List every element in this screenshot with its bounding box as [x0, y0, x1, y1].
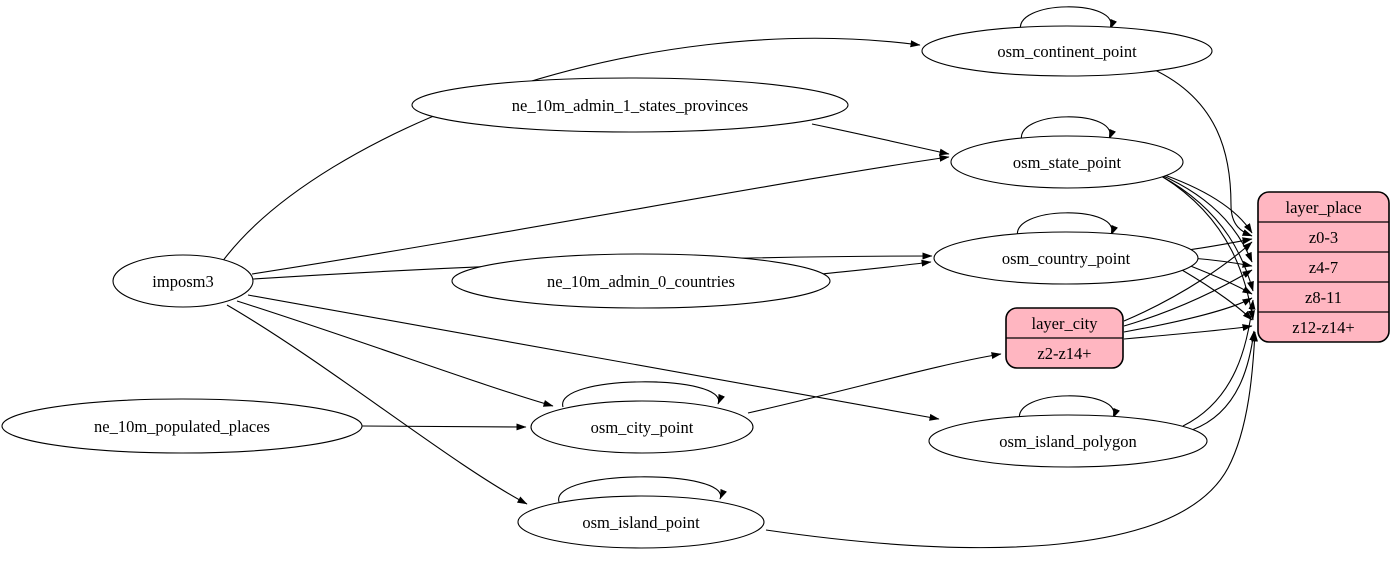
ne_10m_populated_places-label: ne_10m_populated_places: [94, 417, 270, 436]
edge-layer_city-to-layer_place-z12-z14+: [1123, 324, 1253, 340]
node-layer_place: layer_place z0-3 z4-7 z8-11 z12-z14+: [1257, 191, 1390, 343]
edge-layer_city-to-layer_place-z4-7: [1123, 269, 1253, 327]
ne_10m_populated_places-shape: [1, 398, 363, 454]
edge-osm_country_point-to-layer_place-z12-z14+: [1181, 269, 1253, 321]
osm_city_point-label: osm_city_point: [591, 418, 694, 437]
osm_continent_point-shape: [921, 25, 1213, 77]
self-loop-osm_island_polygon: [1019, 395, 1120, 422]
edge-ne_10m_populated_places-to-osm_city_point: [361, 423, 527, 431]
imposm3-label: imposm3: [152, 272, 213, 291]
edge-osm_state_point-to-layer_place-z0-3: [1155, 171, 1253, 234]
edge-osm_city_point-to-layer_city-z2-z14+: [747, 352, 1002, 414]
self-loop-osm_continent_point: [1020, 6, 1117, 33]
node-osm_state_point: osm_state_point: [950, 116, 1184, 189]
edge-osm_state_point-to-layer_place-z8-11: [1160, 175, 1254, 292]
osm_state_point-label: osm_state_point: [1013, 153, 1122, 172]
edge-imposm3-to-osm_state_point: [251, 154, 950, 275]
edge-imposm3-to-osm_island_point: [226, 304, 528, 505]
osm_island_polygon-shape: [928, 414, 1208, 468]
osm_island_polygon-label: osm_island_polygon: [999, 432, 1137, 451]
node-ne_10m_admin_1_states_provinces: ne_10m_admin_1_states_provinces: [411, 77, 849, 133]
layer_place-shape: [1257, 191, 1390, 343]
osm_country_point-shape: [933, 231, 1199, 285]
self-loop-osm_country_point: [1017, 212, 1118, 239]
node-osm_island_polygon: osm_island_polygon: [928, 395, 1208, 468]
edge-imposm3-to-osm_island_polygon: [247, 294, 940, 421]
node-osm_country_point: osm_country_point: [933, 212, 1199, 285]
edge-osm_island_polygon-to-layer_place-z12-z14+: [1191, 330, 1257, 431]
ne_10m_admin_0_countries-label: ne_10m_admin_0_countries: [547, 272, 735, 291]
ne_10m_admin_1_states_provinces-shape: [411, 77, 849, 133]
edge-ne_10m_admin_0_countries-to-osm_country_point: [821, 259, 932, 275]
osm_island_point-shape: [517, 495, 765, 549]
layer_place-row-z4-7: z4-7: [1309, 258, 1338, 277]
node-osm_island_point: osm_island_point: [517, 476, 765, 549]
ne_10m_admin_0_countries-shape: [451, 253, 831, 309]
edge-imposm3-to-osm_city_point: [236, 300, 554, 407]
layer_place-row-layer_place: layer_place: [1285, 198, 1361, 217]
node-osm_continent_point: osm_continent_point: [921, 6, 1213, 77]
node-ne_10m_populated_places: ne_10m_populated_places: [1, 398, 363, 454]
node-imposm3: imposm3: [112, 254, 254, 308]
edge-osm_state_point-to-layer_place-z4-7: [1158, 173, 1253, 263]
node-layer_city: layer_city z2-z14+: [1005, 307, 1124, 369]
layer_place-row-z12-z14+: z12-z14+: [1292, 318, 1354, 337]
layer_city-row-layer_city: layer_city: [1032, 314, 1099, 333]
edge-osm_country_point-to-layer_place-z8-11: [1187, 264, 1253, 295]
edge-osm_island_polygon-to-layer_place-z8-11: [1182, 299, 1256, 427]
layer_place-row-z8-11: z8-11: [1305, 288, 1342, 307]
imposm3-shape: [112, 254, 254, 308]
node-osm_city_point: osm_city_point: [530, 381, 754, 454]
osm_state_point-shape: [950, 135, 1184, 189]
edge-osm_continent_point-to-layer_place-z0-3: [1145, 65, 1253, 237]
osm_island_point-label: osm_island_point: [582, 513, 700, 532]
self-loop-osm_island_point: [558, 476, 727, 503]
edge-layer_city-to-layer_place-z8-11: [1123, 297, 1253, 333]
osm_continent_point-label: osm_continent_point: [997, 42, 1137, 61]
edge-imposm3-to-osm_continent_point: [221, 37, 921, 263]
self-loop-osm_state_point: [1021, 116, 1116, 143]
edge-osm_island_point-to-layer_place-z12-z14+: [765, 331, 1258, 549]
nodes-layer: imposm3 ne_10m_admin_1_states_provincesne…: [1, 6, 1390, 549]
osm_country_point-label: osm_country_point: [1002, 249, 1131, 268]
self-loop-osm_city_point: [562, 381, 725, 408]
edge-layer_city-to-layer_place-z0-3: [1123, 241, 1253, 322]
layer_place-row-z0-3: z0-3: [1309, 228, 1338, 247]
node-ne_10m_admin_0_countries: ne_10m_admin_0_countries: [451, 253, 831, 309]
osm_city_point-shape: [530, 400, 754, 454]
edge-osm_country_point-to-layer_place-z0-3: [1187, 237, 1253, 251]
edge-ne_10m_admin_1_states_provinces-to-osm_state_point: [811, 123, 950, 156]
edges-layer: [221, 37, 1258, 549]
layer_city-row-z2-z14+: z2-z14+: [1037, 344, 1091, 363]
ne_10m_admin_1_states_provinces-label: ne_10m_admin_1_states_provinces: [512, 96, 748, 115]
